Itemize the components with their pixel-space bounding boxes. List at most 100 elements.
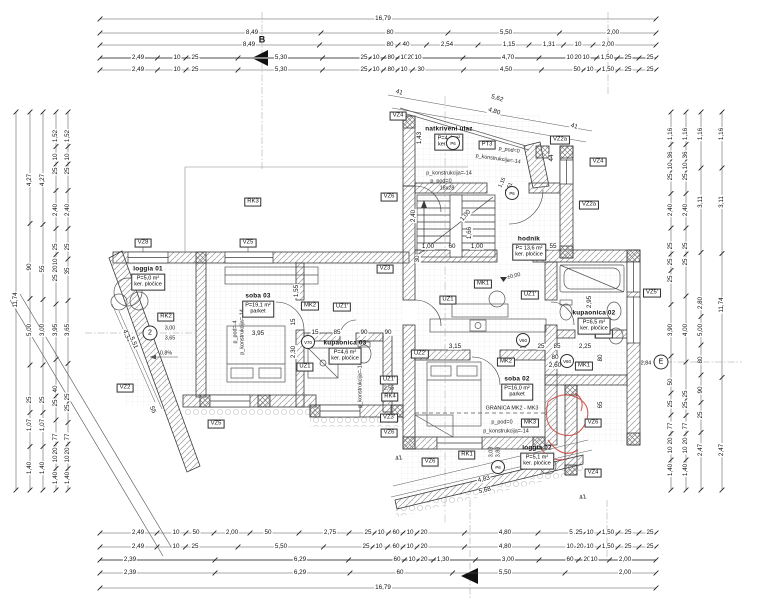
dim-label: 50: [572, 65, 582, 74]
dim-line: [212, 570, 218, 576]
dim-line: [615, 530, 621, 536]
dim-label: 10: [565, 542, 575, 551]
dim-line: [13, 109, 19, 115]
wall-tag-vz6: VZ6: [421, 457, 439, 467]
dim-line: [536, 55, 542, 61]
dim-line: [414, 544, 420, 550]
dim-line: [40, 362, 46, 368]
plan-note: 0,8%: [159, 350, 173, 357]
dim-label: 2,49: [130, 528, 146, 537]
dim-label: 25: [359, 65, 369, 74]
dim-line: [40, 487, 46, 493]
dim-line: [27, 109, 33, 115]
dim-line: [698, 372, 704, 378]
dim-line: [53, 465, 59, 472]
interior-dim-label: 1,43: [415, 130, 424, 146]
dim-line: [53, 225, 59, 232]
dim-label: 5: [568, 528, 574, 537]
dim-label: 16,79: [374, 583, 392, 592]
dim-label: 2,80: [696, 295, 705, 311]
dim-line: [606, 557, 613, 563]
interior-dim-label: 2,30: [289, 344, 298, 360]
dim-line: [345, 557, 352, 563]
dim-line: [400, 544, 406, 550]
dim-line: [40, 221, 46, 228]
wall-tag-rk3: RK3: [244, 197, 262, 207]
dim-line: [562, 570, 568, 576]
dim-label: 1,40: [63, 470, 72, 486]
wall-tag-vz3: VZ3: [376, 264, 394, 274]
room-area: P=6,5 m²: [582, 319, 606, 326]
plan-note: 2,55: [383, 385, 395, 392]
dim-label: 10: [376, 528, 386, 537]
dim-label: 1,40: [51, 470, 60, 486]
dim-line: [97, 570, 103, 576]
interior-dim-label: 1,00: [469, 242, 485, 251]
dim-line: [211, 530, 217, 536]
wall-tag-rk2: RK2: [157, 312, 175, 322]
dim-label: 1,50: [600, 65, 616, 74]
dim-label: 25: [645, 542, 655, 551]
dim-line: [400, 530, 406, 536]
dim-line: [369, 544, 376, 550]
dim-line: [534, 544, 541, 550]
dim-line: [668, 251, 674, 257]
wall-tag-vz5: VZ5: [207, 419, 225, 429]
dim-label: 4,27: [38, 172, 47, 188]
dim-label: 10: [63, 152, 72, 162]
dim-line: [668, 190, 674, 197]
dim-line: [319, 67, 326, 73]
room-floor: parket: [250, 309, 266, 315]
dim-line: [65, 465, 71, 472]
dim-line: [526, 42, 532, 48]
plan-note: 3,03: [488, 446, 495, 458]
dim-line: [97, 530, 103, 536]
circle-mark-p6: P6: [446, 136, 460, 150]
dim-label: 11,74: [717, 296, 726, 314]
plan-note: p_pod=-4: [232, 320, 239, 344]
dim-label: 2,39: [122, 568, 138, 577]
dim-line: [596, 67, 602, 73]
dim-line: [460, 67, 467, 73]
circle-mark-v60: V60: [560, 354, 574, 368]
room-area: P=16,0 m²: [504, 385, 530, 392]
dim-label: 3,11: [717, 195, 726, 209]
dim-label: 10: [565, 53, 575, 62]
dim-line: [475, 42, 481, 48]
interior-dim-label: 1,00: [458, 208, 473, 224]
dim-label: 2,47: [696, 442, 705, 458]
dim-line: [461, 544, 468, 550]
room-floor: ker. pločice: [580, 326, 608, 332]
diagonal-dim-label: 4,83: [476, 474, 492, 485]
dim-line: [65, 256, 71, 262]
dim-label: 10: [585, 542, 595, 551]
dim-label: 30: [416, 65, 426, 74]
dim-line: [97, 16, 103, 22]
room-area: P=19,1 m²: [245, 302, 271, 309]
dim-line: [65, 419, 71, 426]
interior-dim-label: 85: [332, 328, 342, 337]
wall-tag-mk2: MK2: [496, 357, 516, 367]
dim-line: [316, 42, 323, 48]
dim-line: [394, 55, 401, 61]
interior-dim-label: 3,95: [250, 329, 266, 338]
dim-line: [472, 557, 479, 563]
dim-line: [698, 342, 704, 348]
dim-line: [683, 457, 689, 463]
dim-line: [556, 30, 563, 36]
dim-label: 1,50: [599, 53, 615, 62]
wall-tag-vz4: VZ4: [584, 468, 602, 478]
interior-dim-label: 44: [547, 153, 556, 163]
dim-label: 10: [666, 445, 675, 455]
dim-line: [653, 585, 659, 591]
wall-tag-mk1: MK1: [574, 361, 594, 371]
room-name: kupaonica 03: [323, 339, 367, 347]
plan-note: p_pod=0: [498, 145, 520, 155]
dim-line: [27, 362, 33, 368]
